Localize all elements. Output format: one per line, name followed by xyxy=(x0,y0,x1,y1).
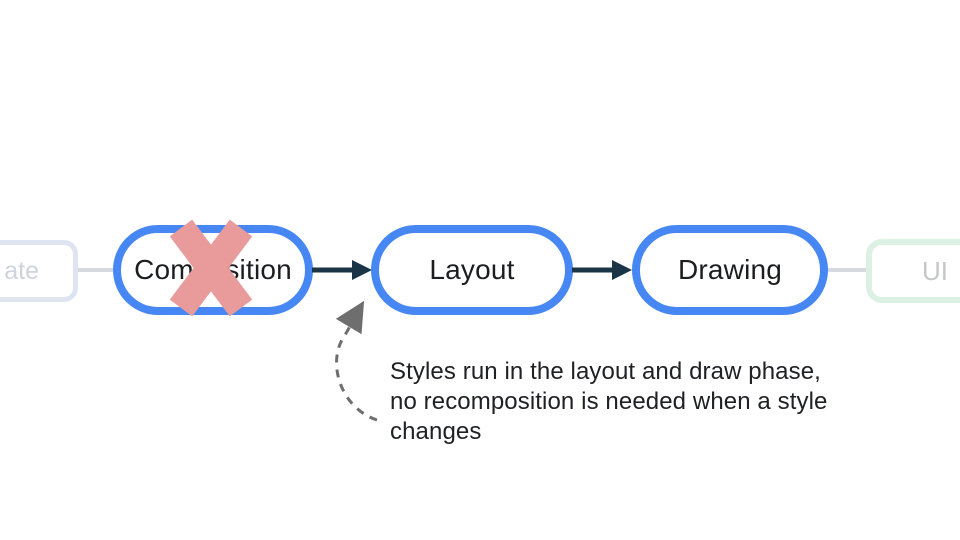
node-state-partial: ate xyxy=(0,240,78,302)
node-layout: Layout xyxy=(371,225,573,315)
arrow-right-icon xyxy=(312,260,372,280)
curved-dashed-arrow-icon xyxy=(335,300,378,422)
annotation-line-1: Styles run in the layout and draw phase, xyxy=(390,358,821,385)
connector-line-left xyxy=(78,268,113,272)
node-state-label: ate xyxy=(4,256,39,285)
node-ui-partial: UI xyxy=(866,239,960,303)
annotation-text: Styles run in the layout and draw phase,… xyxy=(390,357,828,447)
annotation-line-3: changes xyxy=(390,418,482,445)
arrow-right-icon xyxy=(572,260,632,280)
annotation-line-2: no recomposition is needed when a style xyxy=(390,388,828,415)
node-layout-label: Layout xyxy=(429,254,515,285)
x-mark-icon xyxy=(169,219,253,317)
connector-line-right xyxy=(828,268,866,272)
node-drawing-label: Drawing xyxy=(677,254,783,285)
node-drawing: Drawing xyxy=(632,225,828,315)
node-ui-label: UI xyxy=(922,255,948,286)
